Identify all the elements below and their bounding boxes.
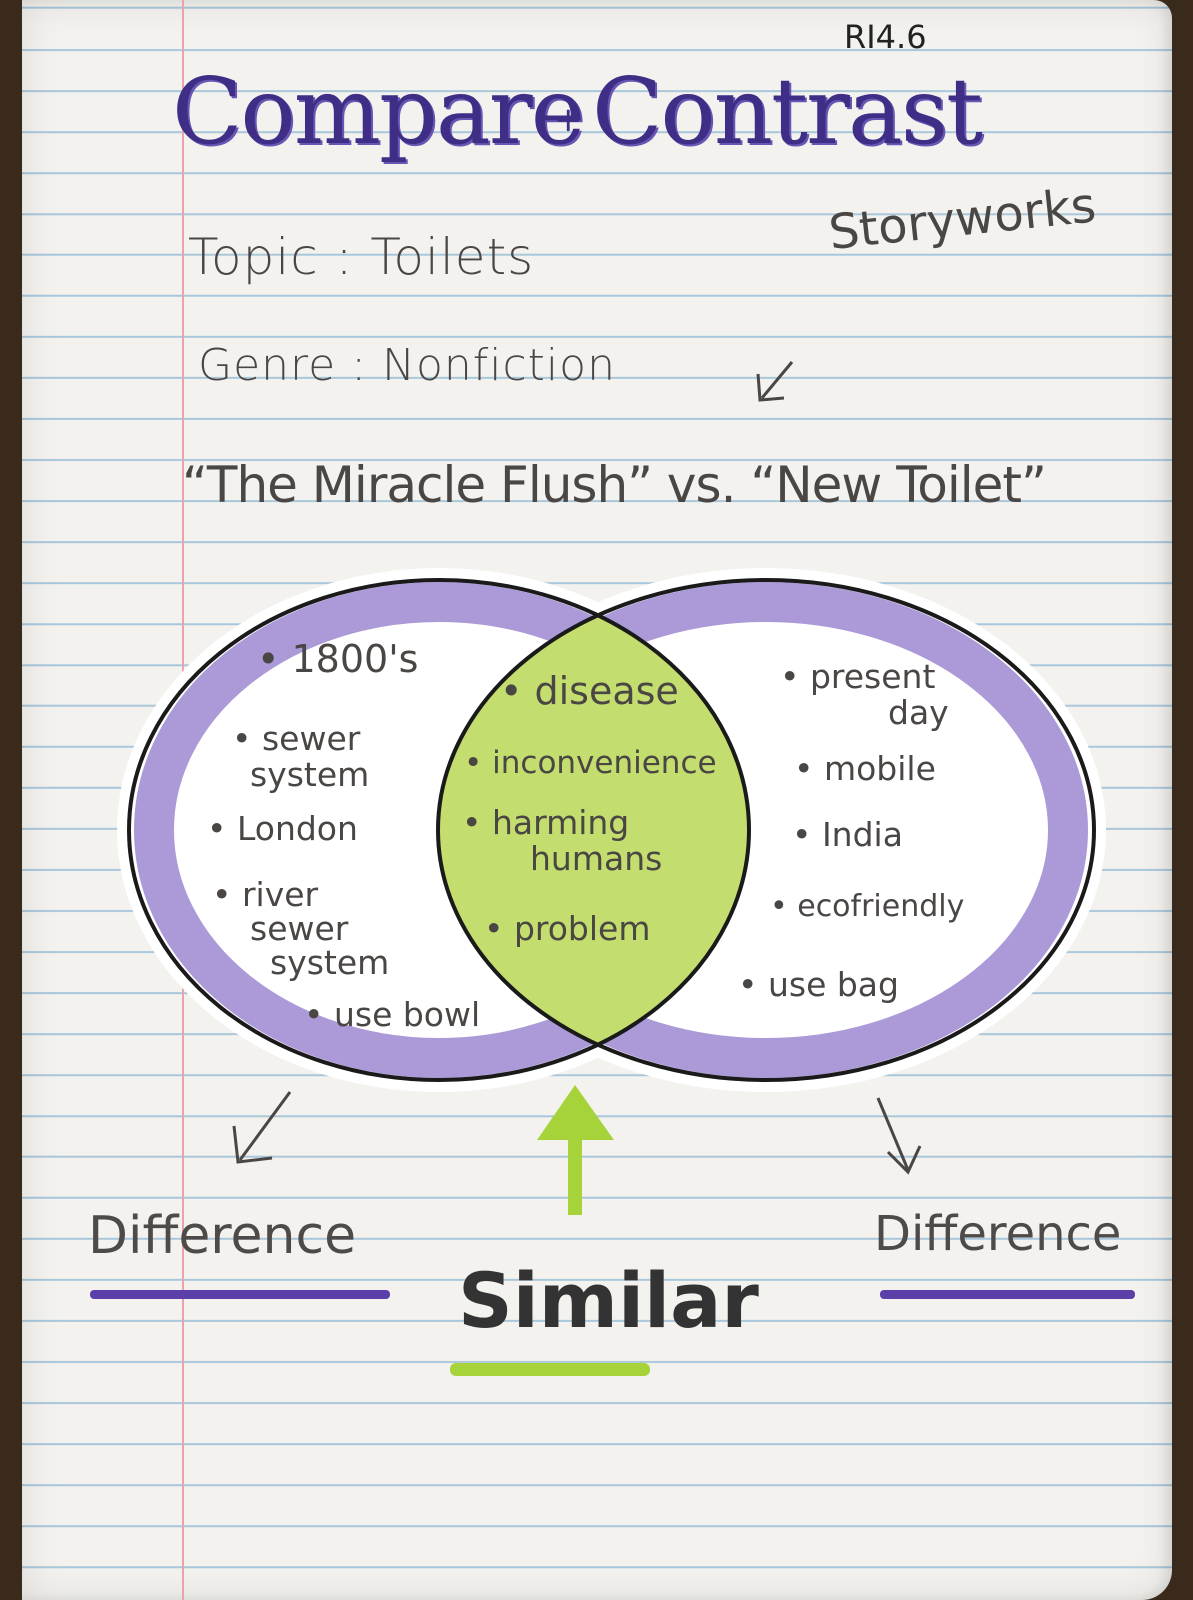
- list-item: • present: [780, 657, 936, 696]
- genre-line: Genre : Nonfiction: [198, 340, 616, 391]
- arrow-right-down-icon: [876, 1097, 922, 1175]
- list-item: • London: [207, 809, 358, 848]
- title-compare: Compare: [172, 58, 585, 165]
- list-item: • disease: [500, 669, 679, 713]
- list-item: day: [888, 693, 949, 732]
- arrow-up-icon: [537, 1085, 614, 1215]
- right-difference-label: Difference: [874, 1206, 1122, 1262]
- notebook-page: RI4.6 Compare + Contrast Topic : Toilets…: [22, 0, 1172, 1600]
- similar-label: Similar: [458, 1256, 759, 1345]
- list-item: • use bowl: [304, 995, 481, 1034]
- list-item: • 1800's: [257, 637, 419, 681]
- middle-underline: [450, 1363, 650, 1376]
- list-item: • use bag: [738, 965, 899, 1004]
- right-circle: [436, 578, 1096, 1082]
- comparison-line: “The Miracle Flush” vs. “New Toilet”: [182, 456, 1047, 514]
- title-contrast: Contrast: [592, 58, 983, 165]
- standard-code: RI4.6: [844, 18, 927, 56]
- left-difference-label: Difference: [88, 1206, 357, 1266]
- arrow-down-left-icon: [756, 361, 794, 402]
- list-item: • river: [212, 875, 319, 914]
- left-underline: [90, 1290, 390, 1299]
- list-item: humans: [530, 839, 663, 878]
- list-item: • inconvenience: [464, 745, 717, 781]
- left-circle: [127, 578, 751, 1082]
- overlap-shading: [438, 580, 749, 1080]
- title-plus: +: [554, 100, 583, 140]
- right-underline: [880, 1290, 1135, 1299]
- list-item: system: [250, 755, 370, 794]
- topic-line: Topic : Toilets: [188, 228, 535, 286]
- venn-diagram-graphics: [90, 361, 1135, 1376]
- list-item: sewer: [250, 909, 349, 948]
- list-item: • ecofriendly: [770, 889, 965, 924]
- list-item: system: [270, 943, 390, 982]
- list-item: • mobile: [794, 749, 936, 788]
- list-item: • sewer: [232, 719, 361, 758]
- arrow-left-down-icon: [232, 1091, 292, 1164]
- list-item: • India: [792, 815, 903, 854]
- list-item: • problem: [484, 909, 651, 948]
- list-item: • harming: [462, 803, 630, 842]
